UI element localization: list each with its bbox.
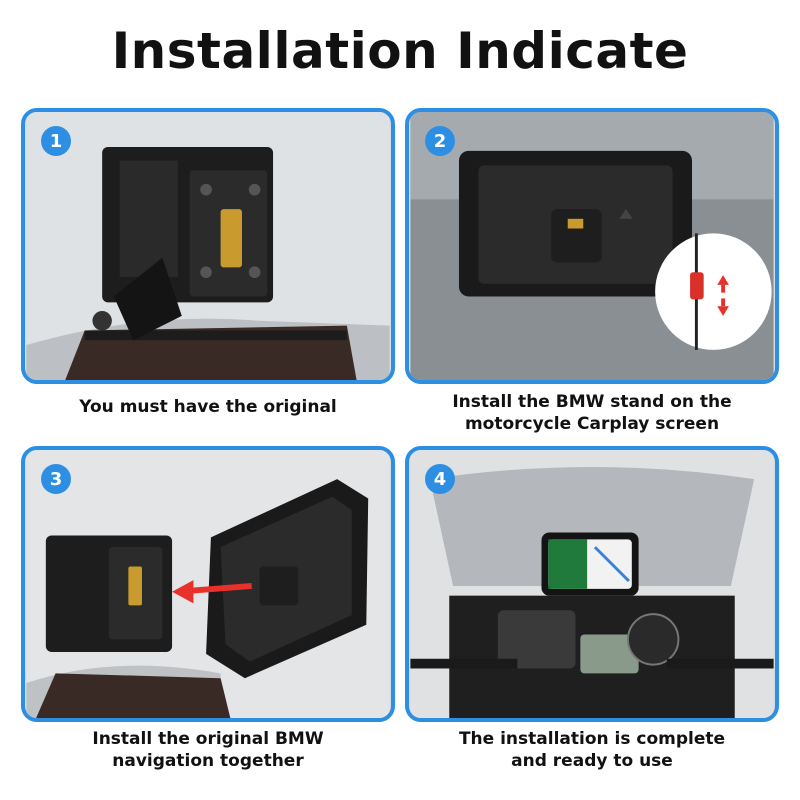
installed-motorcycle-illustration <box>410 450 774 718</box>
step-4-caption: The installation is complete and ready t… <box>402 728 782 772</box>
step-number-badge: 4 <box>425 464 455 494</box>
step-number-badge: 2 <box>425 126 455 156</box>
step-1-caption: You must have the original <box>18 396 398 418</box>
caption-line: motorcycle Carplay screen <box>464 414 720 434</box>
step-3-photo: 3 <box>21 446 395 722</box>
attach-screen-illustration <box>26 450 390 718</box>
step-number-badge: 1 <box>41 126 71 156</box>
caption-line: navigation together <box>112 751 304 771</box>
step-2-caption: Install the BMW stand on the motorcycle … <box>402 391 782 435</box>
caption-line: You must have the original <box>79 397 337 417</box>
step-4-photo: 4 <box>405 446 779 722</box>
step-2-photo: 2 <box>405 108 779 384</box>
step-3-caption: Install the original BMW navigation toge… <box>18 728 398 772</box>
step-number-badge: 3 <box>41 464 71 494</box>
caption-line: Install the BMW stand on the <box>452 392 732 412</box>
caption-line: and ready to use <box>511 751 673 771</box>
caption-line: Install the original BMW <box>92 729 324 749</box>
step-1-photo: 1 <box>21 108 395 384</box>
page-title: Installation Indicate <box>111 22 689 80</box>
caption-line: The installation is complete <box>458 729 726 749</box>
bmw-stand-illustration <box>26 112 390 380</box>
screen-back-illustration <box>410 112 774 380</box>
